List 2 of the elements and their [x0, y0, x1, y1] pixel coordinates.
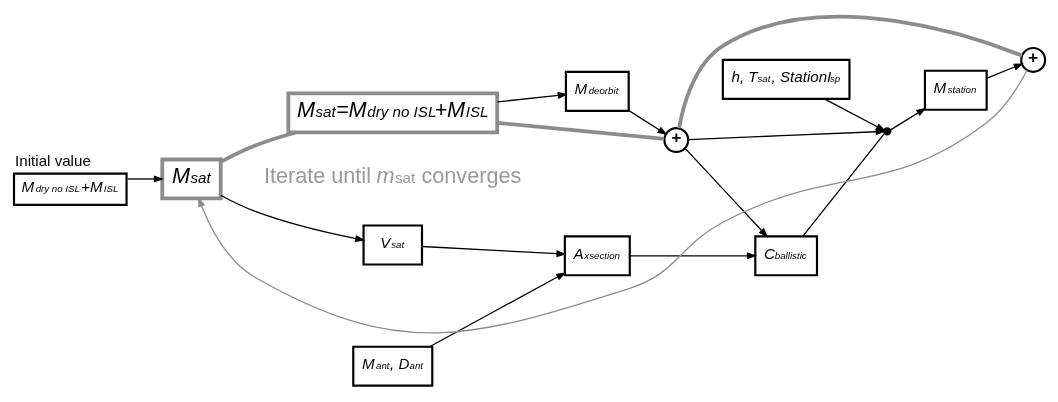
node-label: Initial value	[15, 152, 91, 170]
label: Iterate until msat converges	[263, 163, 522, 189]
